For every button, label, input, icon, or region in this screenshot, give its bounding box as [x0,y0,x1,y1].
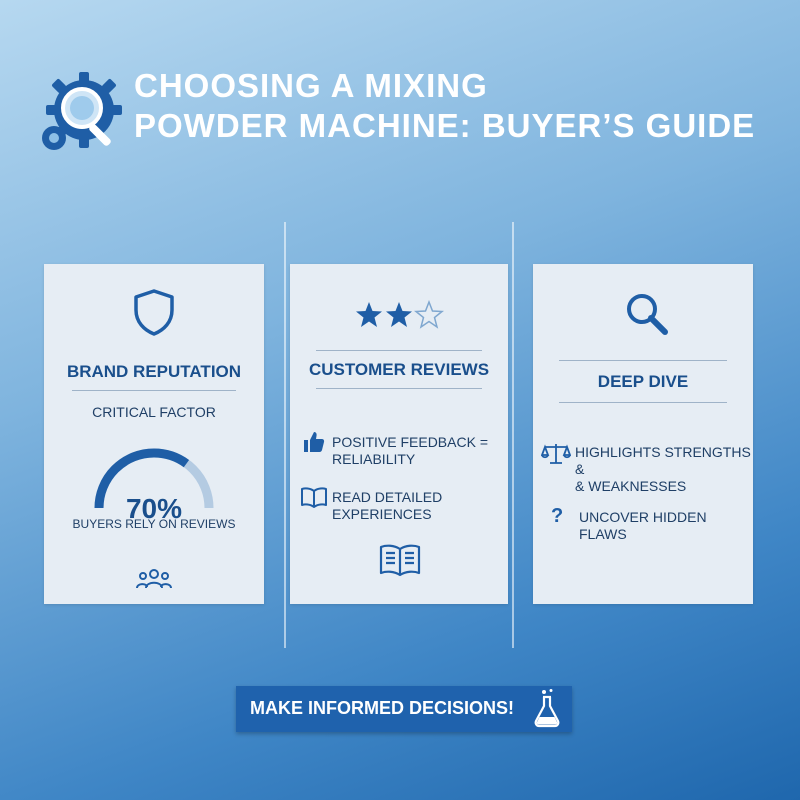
gear-magnifier-icon [42,72,122,150]
card-title: BRAND REPUTATION [66,362,242,381]
review-point-text: READ DETAILED EXPERIENCES [332,489,443,522]
question-icon: ? [551,505,564,527]
title-line-1: CHOOSING A MIXING [134,67,488,104]
deep-dive-point-line2: & WEAKNESSES [575,478,687,494]
title-rule [72,390,236,391]
cta-label: MAKE INFORMED DECISIONS! [250,698,515,718]
percentage-gauge: 70% [94,448,214,524]
book-icon [301,487,327,508]
deep-dive-point-text: HIGHLIGHTS STRENGTHS & & WEAKNESSES [575,444,753,495]
call-to-action-banner: MAKE INFORMED DECISIONS! [236,686,572,732]
deep-dive-point-line1: HIGHLIGHTS STRENGTHS & [575,444,751,477]
review-point-text: POSITIVE FEEDBACK = RELIABILITY [332,434,488,468]
deep-dive-card: DEEP DIVE HIGHLIGHTS STRENGTHS & & WEAKN… [533,264,753,604]
page-title: CHOOSING A MIXING POWDER MACHINE: BUYER’… [134,66,755,146]
open-book-icon [379,544,421,577]
header: CHOOSING A MIXING POWDER MACHINE: BUYER’… [38,66,758,156]
stat-value: 70% [126,493,182,524]
divider [284,222,286,648]
title-line-2: POWDER MACHINE: BUYER’S GUIDE [134,107,756,144]
title-rule [316,350,482,351]
flask-icon [534,689,560,728]
title-rule [316,388,482,389]
card-subtitle: CRITICAL FACTOR [92,404,216,420]
rating-stars-icon [356,300,445,329]
thumbs-up-icon [304,432,325,452]
customer-reviews-card: CUSTOMER REVIEWS POSITIVE FEEDBACK = REL… [290,264,508,604]
brand-reputation-card: BRAND REPUTATION CRITICAL FACTOR 70% BUY… [44,264,264,604]
magnifier-icon [627,294,668,335]
title-rule [559,402,727,403]
card-title: CUSTOMER REVIEWS [308,360,490,379]
shield-icon [134,289,174,336]
title-rule [559,360,727,361]
deep-dive-point-text: UNCOVER HIDDEN FLAWS [579,509,707,542]
divider [512,222,514,648]
card-title: DEEP DIVE [597,372,689,391]
stat-caption: BUYERS RELY ON REVIEWS [72,517,236,531]
scales-icon [541,444,571,464]
review-point-line1: POSITIVE FEEDBACK = [332,434,488,450]
people-icon [136,569,172,589]
review-point-line2: RELIABILITY [332,451,416,467]
